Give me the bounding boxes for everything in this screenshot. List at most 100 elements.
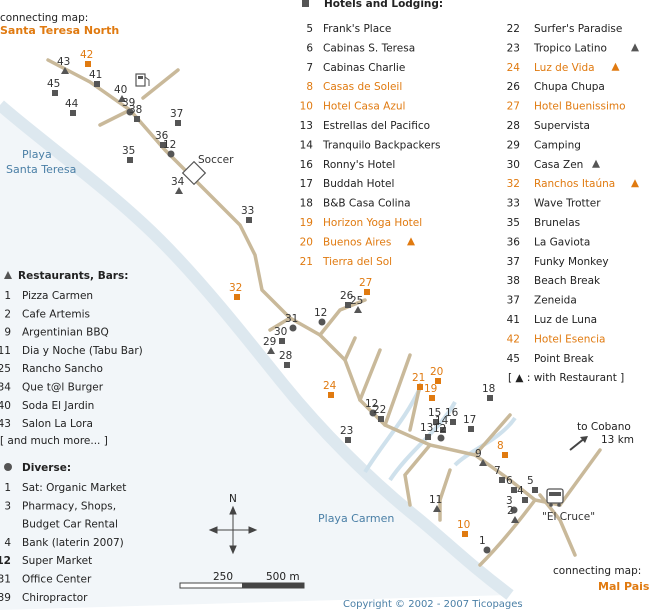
map-marker-20[interactable]: 20 <box>430 366 443 384</box>
hotel-name[interactable]: Estrellas del Pacifico <box>323 120 430 132</box>
hotel-name[interactable]: Casa Zen <box>534 159 583 171</box>
hotel-name[interactable]: Camping <box>534 139 581 151</box>
diverse-name[interactable]: Bank (laterin 2007) <box>22 537 124 549</box>
map-marker-37[interactable]: 37 <box>170 108 183 126</box>
hotel-name[interactable]: B&B Casa Colina <box>323 198 411 210</box>
map-marker-35[interactable]: 35 <box>122 145 135 163</box>
map-marker-16[interactable]: 16 <box>445 407 459 425</box>
hotel-name[interactable]: Buenos Aires <box>323 236 391 248</box>
map-marker-24[interactable]: 24 <box>323 380 337 398</box>
hotel-name[interactable]: Hotel Esencia <box>534 333 606 345</box>
map-marker-42[interactable]: 42 <box>80 49 93 67</box>
map-marker-25[interactable]: 25 <box>350 295 363 313</box>
hotel-name[interactable]: Zeneida <box>534 295 577 307</box>
restaurant-name[interactable]: Argentinian BBQ <box>22 327 109 339</box>
map-marker-2[interactable]: 2 <box>507 505 519 523</box>
restaurant-name[interactable]: Salon La Lora <box>22 418 93 430</box>
hotel-name[interactable]: Cabinas Charlie <box>323 62 405 74</box>
map-marker-40[interactable]: 40 <box>114 84 127 102</box>
map-marker-44[interactable]: 44 <box>65 98 79 116</box>
map-marker-32[interactable]: 32 <box>229 282 242 300</box>
map-marker-45[interactable]: 45 <box>47 78 60 96</box>
map-marker-12[interactable]: 12 <box>365 398 378 417</box>
map-marker-14[interactable]: 14 <box>435 415 449 433</box>
map-marker-10[interactable]: 10 <box>457 519 470 537</box>
map-marker-4[interactable]: 4 <box>517 485 528 503</box>
map-marker-36[interactable]: 36 <box>155 130 169 148</box>
map-marker-12[interactable]: 12 <box>314 307 327 326</box>
map-marker-9[interactable]: 9 <box>475 448 487 466</box>
hotel-name[interactable]: Hotel Buenissimo <box>534 101 626 113</box>
hotel-name[interactable]: Tropico Latino <box>533 42 607 54</box>
restaurant-name[interactable]: Soda El Jardin <box>22 400 94 412</box>
hotel-name[interactable]: Cabinas S. Teresa <box>323 42 415 54</box>
diverse-name[interactable]: Sat: Organic Market <box>22 482 126 494</box>
map-marker-12[interactable]: 12 <box>163 139 176 158</box>
map-marker-21[interactable]: 21 <box>412 372 425 390</box>
hotel-name[interactable]: Point Break <box>534 353 595 365</box>
map-marker-33[interactable]: 33 <box>241 205 254 223</box>
map-marker-6[interactable]: 6 <box>506 475 517 493</box>
map-marker-12[interactable]: 12 <box>433 423 446 442</box>
restaurant-name[interactable]: Cafe Artemis <box>22 308 90 320</box>
hotel-number: 6 <box>306 42 313 54</box>
map-marker-29[interactable]: 29 <box>263 336 276 354</box>
map-marker-22[interactable]: 22 <box>373 404 386 422</box>
hotel-name[interactable]: Surfer's Paradise <box>534 23 622 35</box>
diverse-name[interactable]: Office Center <box>22 574 92 586</box>
map-marker-28[interactable]: 28 <box>279 350 292 368</box>
map-marker-39[interactable]: 39 <box>122 97 135 116</box>
restaurant-name[interactable]: Pizza Carmen <box>22 290 93 302</box>
hotel-name[interactable]: Frank's Place <box>323 23 391 35</box>
diverse-name[interactable]: Pharmacy, Shops, <box>22 500 116 512</box>
restaurant-name[interactable]: Que t@l Burger <box>22 382 104 394</box>
map-marker-8[interactable]: 8 <box>497 440 508 458</box>
diverse-name[interactable]: Chiropractor <box>22 592 88 604</box>
hotel-name[interactable]: Ronny's Hotel <box>323 159 395 171</box>
road <box>438 468 452 522</box>
map-marker-26[interactable]: 26 <box>340 290 354 308</box>
diverse-name[interactable]: Super Market <box>22 555 92 567</box>
map-marker-38[interactable]: 38 <box>129 104 142 122</box>
map-marker-31[interactable]: 31 <box>285 313 298 332</box>
hotel-name[interactable]: Ranchos Itaúna <box>534 178 615 190</box>
road <box>558 448 602 507</box>
connect-south-link[interactable]: Mal Pais <box>598 580 650 593</box>
map-marker-43[interactable]: 43 <box>57 56 70 74</box>
hotel-name[interactable]: Beach Break <box>534 275 601 287</box>
diverse-name[interactable]: Budget Car Rental <box>22 519 118 531</box>
map-marker-41[interactable]: 41 <box>89 69 102 87</box>
connect-north-link[interactable]: Santa Teresa North <box>0 24 119 37</box>
map-marker-1[interactable]: 1 <box>479 535 491 554</box>
map-marker-11[interactable]: 11 <box>429 494 442 512</box>
map-marker-7[interactable]: 7 <box>494 465 505 483</box>
map-marker-17[interactable]: 17 <box>463 414 476 432</box>
hotel-name[interactable]: Wave Trotter <box>534 198 601 210</box>
hotel-name[interactable]: La Gaviota <box>534 236 590 248</box>
map-marker-34[interactable]: 34 <box>171 176 185 194</box>
hotel-name[interactable]: Tierra del Sol <box>322 256 392 268</box>
restaurant-name[interactable]: Rancho Sancho <box>22 363 103 375</box>
hotel-name[interactable]: Funky Monkey <box>534 256 609 268</box>
map-marker-23[interactable]: 23 <box>340 425 353 443</box>
map-marker-18[interactable]: 18 <box>482 383 495 401</box>
map-marker-5[interactable]: 5 <box>527 475 538 493</box>
hotel-name[interactable]: Luz de Vida <box>534 62 595 74</box>
hotel-name[interactable]: Supervista <box>534 120 590 132</box>
map-marker-15[interactable]: 15 <box>428 407 441 425</box>
map-marker-13[interactable]: 13 <box>420 422 433 440</box>
restaurant-name[interactable]: Dia y Noche (Tabu Bar) <box>22 345 143 357</box>
hotel-name[interactable]: Brunelas <box>534 217 580 229</box>
hotel-name[interactable]: Buddah Hotel <box>323 178 394 190</box>
map-marker-30[interactable]: 30 <box>274 326 287 344</box>
map-marker-27[interactable]: 27 <box>359 277 372 295</box>
hotels-square-icon <box>302 0 309 7</box>
hotel-name[interactable]: Hotel Casa Azul <box>323 101 405 113</box>
hotel-name[interactable]: Chupa Chupa <box>534 81 605 93</box>
map-marker-3[interactable]: 3 <box>506 495 518 514</box>
hotel-name[interactable]: Tranquilo Backpackers <box>322 139 441 151</box>
hotel-name[interactable]: Casas de Soleil <box>323 81 402 93</box>
hotel-name[interactable]: Horizon Yoga Hotel <box>323 217 422 229</box>
hotel-name[interactable]: Luz de Luna <box>534 314 597 326</box>
map-marker-19[interactable]: 19 <box>424 383 437 401</box>
